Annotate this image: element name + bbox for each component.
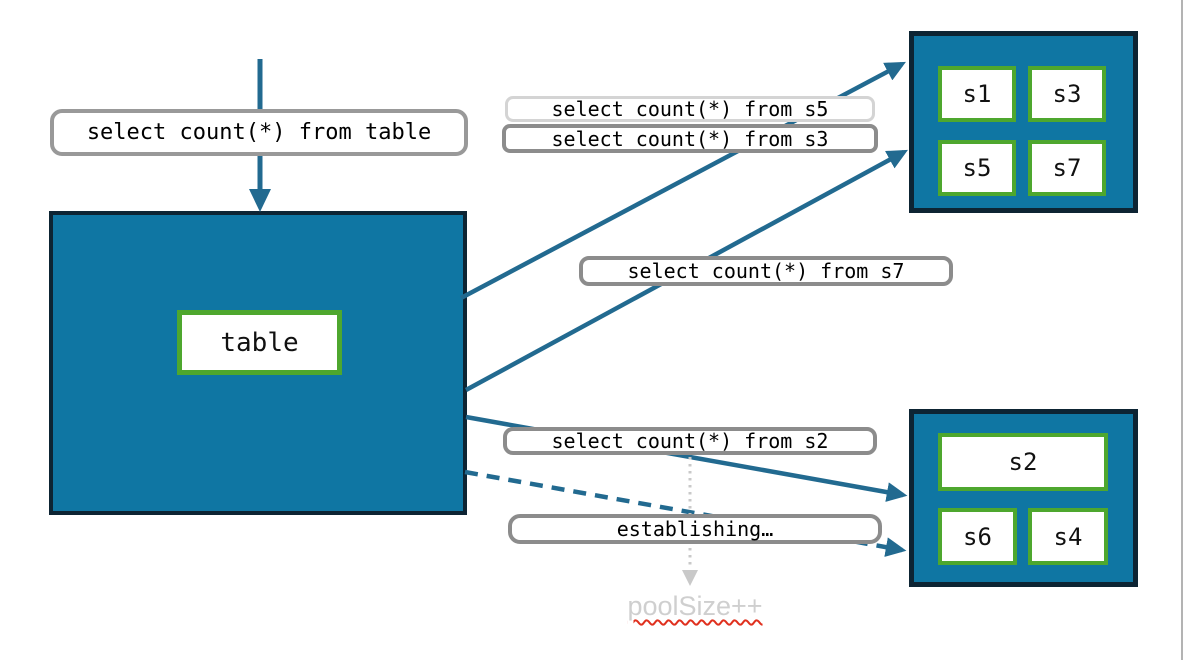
- query-label-s5-text: select count(*) from s5: [551, 97, 829, 121]
- query-label-s5: select count(*) from s5: [505, 96, 875, 122]
- shard-label: s3: [1052, 80, 1082, 108]
- shard-group-bottom: s2 s6 s4: [909, 409, 1138, 587]
- table-node-label: table: [220, 327, 299, 358]
- query-label-table: select count(*) from table: [50, 109, 468, 156]
- shard-node-s2: s2: [938, 433, 1108, 491]
- query-label-s7: select count(*) from s7: [579, 256, 953, 286]
- shard-node-s6: s6: [938, 508, 1017, 565]
- shard-node-s1: s1: [938, 66, 1016, 122]
- query-label-table-text: select count(*) from table: [86, 120, 432, 145]
- query-label-s3-text: select count(*) from s3: [551, 126, 829, 151]
- table-node: table: [177, 310, 342, 375]
- shard-label: s5: [962, 154, 992, 182]
- shard-group-top: s1 s3 s5 s7: [909, 31, 1138, 213]
- shard-node-s3: s3: [1028, 66, 1106, 122]
- establishing-label: establishing…: [508, 514, 882, 544]
- query-label-s2-text: select count(*) from s2: [551, 429, 829, 453]
- right-edge-divider: [1181, 0, 1183, 660]
- shard-label: s6: [963, 522, 992, 551]
- shard-node-s7: s7: [1028, 140, 1106, 196]
- query-label-s7-text: select count(*) from s7: [627, 259, 905, 283]
- shard-label: s1: [962, 80, 992, 108]
- query-label-s2: select count(*) from s2: [503, 427, 877, 455]
- query-label-s3: select count(*) from s3: [502, 124, 878, 153]
- shard-node-s4: s4: [1028, 508, 1108, 565]
- shard-label: s2: [1008, 448, 1038, 476]
- establishing-label-text: establishing…: [616, 517, 774, 541]
- shard-label: s4: [1053, 522, 1083, 551]
- shard-node-s5: s5: [938, 140, 1016, 196]
- poolsize-arrowhead: [682, 570, 698, 586]
- shard-label: s7: [1052, 154, 1082, 182]
- poolsize-annotation: poolSize++: [627, 591, 763, 621]
